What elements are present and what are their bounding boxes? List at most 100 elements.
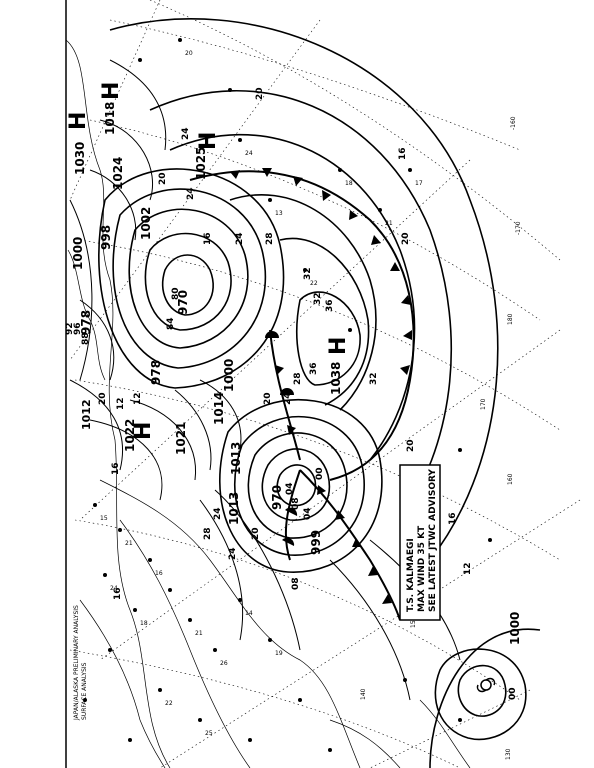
pressure-value: 998 (99, 225, 113, 250)
pressure-value: 1012 (80, 399, 93, 430)
svg-text:22: 22 (165, 700, 173, 707)
isobar-value: 36 (309, 362, 319, 375)
advisory-line-1: T.S. KALMAEGI (406, 538, 416, 612)
svg-text:20: 20 (185, 50, 193, 57)
high-letter: H (99, 82, 124, 100)
pressure-value: 999 (309, 530, 323, 555)
pressure-value: 1013 (227, 492, 241, 525)
pressure-value: 1022 (123, 419, 137, 452)
isobar-value: 28 (265, 232, 275, 245)
svg-text:26: 26 (220, 660, 228, 667)
isobar-value: 04 (285, 482, 295, 495)
cold-front (189, 168, 415, 481)
isobar-value: 12 (463, 562, 473, 575)
isobar-value: 36 (325, 299, 335, 312)
isobar-value: 00 (508, 687, 518, 700)
isobar-value: 20 (158, 172, 168, 185)
high-letter: H (131, 422, 156, 440)
svg-text:21: 21 (195, 630, 203, 637)
isobar-value: 92 (65, 322, 75, 335)
pressure-value: 1000 (222, 359, 236, 392)
isobar-value: 16 (203, 232, 213, 245)
isobar-value: 20 (98, 392, 108, 405)
lon-label: 170 (480, 398, 487, 410)
isobar-value: 80 (171, 287, 181, 300)
isobar-value: 08 (291, 577, 301, 590)
pressure-value: 1030 (73, 142, 87, 175)
pressure-value: 978 (149, 360, 163, 385)
lon-label: 130 (505, 748, 512, 760)
pressure-value: 1000 (71, 237, 85, 270)
lon-label: 180 (507, 313, 514, 325)
isobar-value: 12 (133, 392, 143, 405)
isobar-value: 24 (181, 127, 191, 140)
high-letter: H (196, 132, 221, 150)
isobar-value: 20 (255, 87, 265, 100)
isobar-value: 32 (303, 267, 313, 280)
pressure-centers: H 1018 1030 H 1024 H 1025 1002 998 1000 (66, 82, 522, 645)
corner-caption: JAPAN/ALASKA PRELIMINARY ANALYSIS SURFAC… (73, 605, 88, 721)
isobar-value: 04 (303, 507, 313, 520)
pressure-value: 1038 (329, 362, 343, 395)
coastlines (65, 39, 471, 768)
svg-text:16: 16 (155, 570, 163, 577)
caption-line-2: SURFACE ANALYSIS (81, 662, 88, 720)
longitude-labels: -160 -170 180 170 160 150 140 130 (360, 116, 522, 760)
lon-label: -170 (515, 221, 522, 235)
svg-text:21: 21 (125, 540, 133, 547)
pressure-value: 1018 (103, 102, 117, 135)
svg-text:13: 13 (275, 210, 283, 217)
isobar-value: 88 (81, 332, 91, 345)
lon-label: -160 (510, 116, 517, 130)
isobars (69, 18, 541, 768)
graticule (69, 0, 581, 768)
isobar-value: 16 (448, 512, 458, 525)
isobar-value: 32 (313, 292, 323, 305)
isobar-value: 24 (213, 507, 223, 520)
advisory-line-3: SEE LATEST JTWC ADVISORY (428, 469, 438, 612)
isobar-value: 24 (283, 392, 293, 405)
high-letter: H (66, 112, 91, 130)
pressure-value: 1014 (212, 392, 226, 425)
isobar-value: 84 (166, 317, 176, 330)
svg-text:24: 24 (245, 150, 253, 157)
pressure-value: 1021 (174, 422, 188, 455)
isobar-value: 00 (315, 467, 325, 480)
lon-label: 160 (507, 473, 514, 485)
advisory-line-2: MAX WIND 35 KT (417, 525, 427, 612)
isobar-value: 16 (398, 147, 408, 160)
pressure-value: 1025 (194, 147, 208, 180)
isobar-value: 16 (111, 462, 121, 475)
svg-text:17: 17 (415, 180, 423, 187)
isobar-value: 28 (203, 527, 213, 540)
svg-text:15: 15 (100, 515, 108, 522)
lon-label: 140 (360, 688, 367, 700)
typhoon-advisory-box: T.S. KALMAEGI MAX WIND 35 KT SEE LATEST … (399, 464, 441, 621)
pressure-value: 1000 (508, 612, 522, 645)
isobar-value: 20 (406, 439, 416, 452)
svg-text:22: 22 (310, 280, 318, 287)
svg-text:21: 21 (385, 220, 393, 227)
lon-label: 150 (410, 616, 417, 628)
occluded-front (265, 329, 301, 461)
isobar-value: 24 (228, 547, 238, 560)
front-south (282, 469, 401, 621)
isobar-labels: 20 16 24 20 16 20 24 28 32 36 36 32 28 2… (65, 87, 518, 700)
isobar-value: 12 (116, 397, 126, 410)
svg-text:18: 18 (140, 620, 148, 627)
svg-text:14: 14 (245, 610, 253, 617)
isobar-value: 32 (369, 372, 379, 385)
pressure-value: 1002 (139, 207, 153, 240)
svg-text:25: 25 (205, 730, 213, 737)
isobar-value: 16 (113, 587, 123, 600)
pressure-value: 1013 (229, 442, 243, 475)
pressure-value: 978 (79, 310, 93, 335)
pressure-value: 970 (176, 290, 190, 315)
isobar-value: 96 (73, 322, 83, 335)
svg-text:19: 19 (275, 650, 283, 657)
isobar-value: 20 (401, 232, 411, 245)
caption-line-1: JAPAN/ALASKA PRELIMINARY ANALYSIS (73, 605, 80, 721)
